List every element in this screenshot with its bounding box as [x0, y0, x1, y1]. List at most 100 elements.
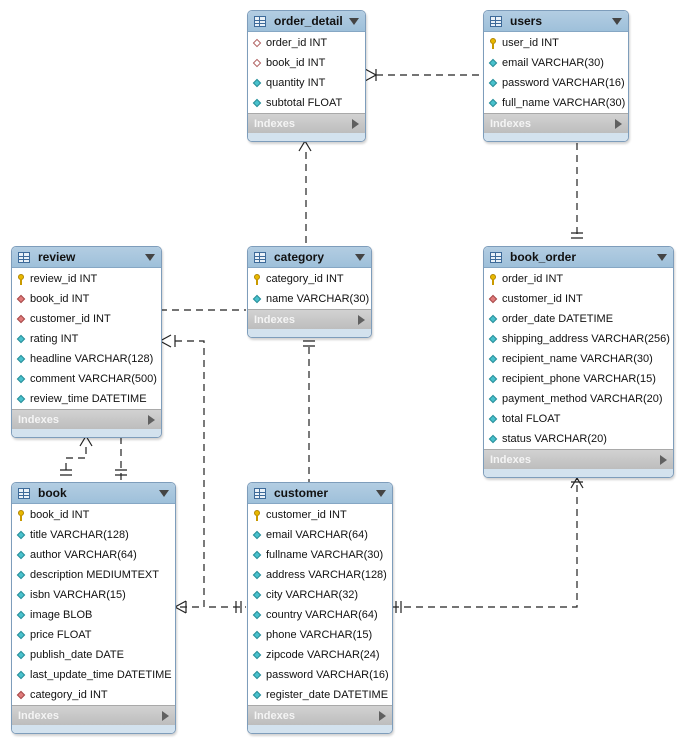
column-row[interactable]: register_date DATETIME [248, 685, 392, 705]
column-row[interactable]: email VARCHAR(30) [484, 53, 628, 73]
table-name: users [510, 14, 543, 28]
column-row[interactable]: price FLOAT [12, 625, 175, 645]
column-row[interactable]: publish_date DATE [12, 645, 175, 665]
column-row[interactable]: book_id INT [248, 53, 365, 73]
column-row[interactable]: status VARCHAR(20) [484, 429, 673, 449]
column-row[interactable]: zipcode VARCHAR(24) [248, 645, 392, 665]
table-header[interactable]: review [12, 247, 161, 268]
table-header[interactable]: category [248, 247, 371, 268]
column-row[interactable]: order_id INT [484, 269, 673, 289]
collapse-arrow-icon[interactable] [349, 17, 359, 25]
table-footer [248, 133, 365, 141]
column-row[interactable]: country VARCHAR(64) [248, 605, 392, 625]
column-row[interactable]: user_id INT [484, 33, 628, 53]
collapse-arrow-icon[interactable] [159, 489, 169, 497]
column-row[interactable]: address VARCHAR(128) [248, 565, 392, 585]
indexes-bar[interactable]: Indexes [484, 113, 628, 133]
expand-arrow-icon[interactable] [615, 118, 622, 129]
column-row[interactable]: book_id INT [12, 289, 161, 309]
column-row[interactable]: recipient_name VARCHAR(30) [484, 349, 673, 369]
expand-arrow-icon[interactable] [660, 454, 667, 465]
column-row[interactable]: review_time DATETIME [12, 389, 161, 409]
column-row[interactable]: headline VARCHAR(128) [12, 349, 161, 369]
column-row[interactable]: password VARCHAR(16) [484, 73, 628, 93]
column-row[interactable]: title VARCHAR(128) [12, 525, 175, 545]
column-diamond-icon [16, 650, 27, 661]
column-diamond-icon [16, 610, 27, 621]
table-header[interactable]: users [484, 11, 628, 32]
expand-arrow-icon[interactable] [162, 710, 169, 721]
collapse-arrow-icon[interactable] [657, 253, 667, 261]
column-label: order_id INT [502, 273, 564, 285]
collapse-arrow-icon[interactable] [612, 17, 622, 25]
column-row[interactable]: name VARCHAR(30) [248, 289, 371, 309]
indexes-bar[interactable]: Indexes [12, 705, 175, 725]
column-row[interactable]: fullname VARCHAR(30) [248, 545, 392, 565]
collapse-arrow-icon[interactable] [376, 489, 386, 497]
column-row[interactable]: shipping_address VARCHAR(256) [484, 329, 673, 349]
column-row[interactable]: email VARCHAR(64) [248, 525, 392, 545]
column-row[interactable]: recipient_phone VARCHAR(15) [484, 369, 673, 389]
column-label: order_date DATETIME [502, 313, 614, 325]
column-row[interactable]: rating INT [12, 329, 161, 349]
column-row[interactable]: review_id INT [12, 269, 161, 289]
expand-arrow-icon[interactable] [352, 118, 359, 129]
table-footer [484, 133, 628, 141]
column-row[interactable]: city VARCHAR(32) [248, 585, 392, 605]
table-name: customer [274, 486, 329, 500]
column-row[interactable]: full_name VARCHAR(30) [484, 93, 628, 113]
indexes-bar[interactable]: Indexes [248, 705, 392, 725]
expand-arrow-icon[interactable] [358, 314, 365, 325]
expand-arrow-icon[interactable] [379, 710, 386, 721]
column-row[interactable]: comment VARCHAR(500) [12, 369, 161, 389]
column-row[interactable]: customer_id INT [248, 505, 392, 525]
column-row[interactable]: category_id INT [12, 685, 175, 705]
column-row[interactable]: customer_id INT [12, 309, 161, 329]
expand-arrow-icon[interactable] [148, 414, 155, 425]
column-row[interactable]: author VARCHAR(64) [12, 545, 175, 565]
column-list: order_id INT customer_id INT order_date DA… [484, 268, 673, 449]
column-row[interactable]: customer_id INT [484, 289, 673, 309]
indexes-bar[interactable]: Indexes [12, 409, 161, 429]
column-label: recipient_phone VARCHAR(15) [502, 373, 656, 385]
column-row[interactable]: description MEDIUMTEXT [12, 565, 175, 585]
column-label: payment_method VARCHAR(20) [502, 393, 663, 405]
collapse-arrow-icon[interactable] [355, 253, 365, 261]
column-diamond-icon [488, 314, 499, 325]
column-row[interactable]: order_date DATETIME [484, 309, 673, 329]
indexes-bar[interactable]: Indexes [248, 113, 365, 133]
column-row[interactable]: password VARCHAR(16) [248, 665, 392, 685]
column-label: customer_id INT [502, 293, 583, 305]
column-row[interactable]: order_id INT [248, 33, 365, 53]
column-row[interactable]: isbn VARCHAR(15) [12, 585, 175, 605]
column-row[interactable]: book_id INT [12, 505, 175, 525]
table-header[interactable]: customer [248, 483, 392, 504]
collapse-arrow-icon[interactable] [145, 253, 155, 261]
column-row[interactable]: subtotal FLOAT [248, 93, 365, 113]
table-icon [490, 251, 502, 263]
indexes-bar[interactable]: Indexes [248, 309, 371, 329]
column-label: review_id INT [30, 273, 98, 285]
column-row[interactable]: last_update_time DATETIME [12, 665, 175, 685]
table-header[interactable]: book [12, 483, 175, 504]
column-row[interactable]: total FLOAT [484, 409, 673, 429]
column-row[interactable]: quantity INT [248, 73, 365, 93]
table-header[interactable]: book_order [484, 247, 673, 268]
indexes-bar[interactable]: Indexes [484, 449, 673, 469]
column-row[interactable]: payment_method VARCHAR(20) [484, 389, 673, 409]
column-label: quantity INT [266, 77, 326, 89]
table-header[interactable]: order_detail [248, 11, 365, 32]
column-row[interactable]: category_id INT [248, 269, 371, 289]
column-row[interactable]: image BLOB [12, 605, 175, 625]
column-row[interactable]: phone VARCHAR(15) [248, 625, 392, 645]
